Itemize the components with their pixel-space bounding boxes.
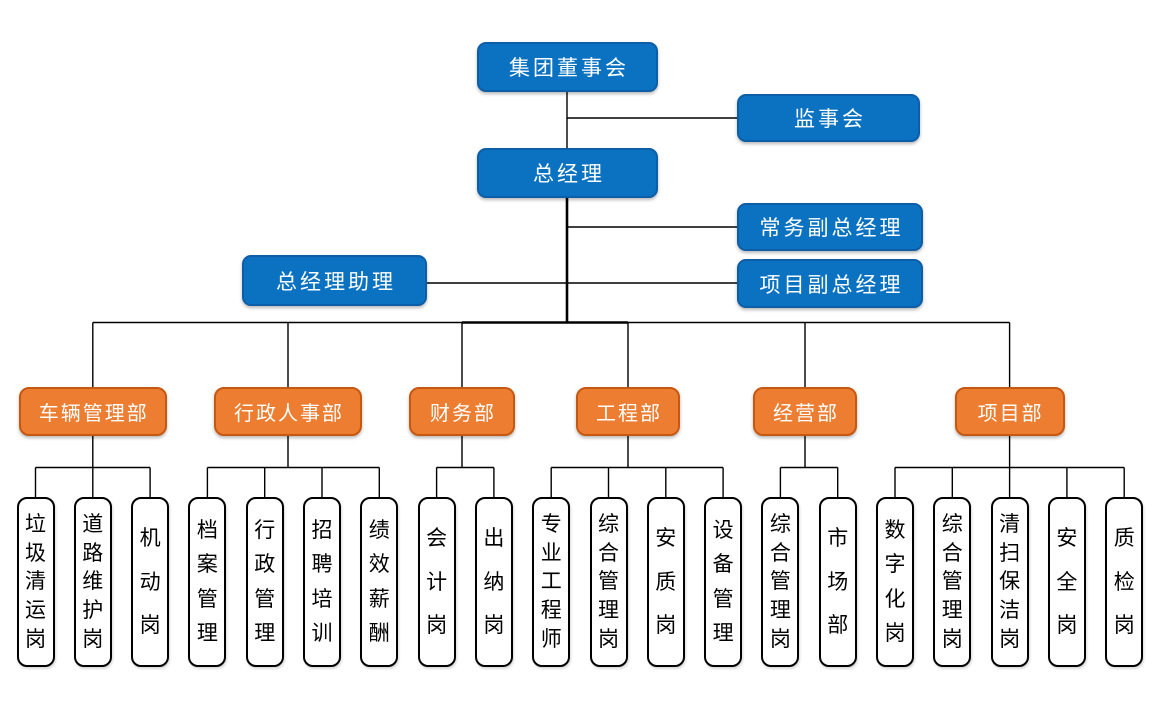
node-general-manager: 总经理 [477, 148, 658, 198]
post-digitalization: 数字化岗 [876, 497, 914, 667]
post-comprehensive-management-project: 综合管理岗 [933, 497, 972, 667]
post-road-maintenance: 道路维护岗 [73, 497, 112, 667]
post-equipment-management: 设备管理 [704, 497, 743, 667]
post-accounting: 会计岗 [417, 497, 456, 667]
dept-operations: 经营部 [753, 387, 857, 436]
post-garbage-clearing: 垃圾清运岗 [16, 497, 55, 667]
node-gm-assistant: 总经理助理 [242, 255, 427, 306]
post-safety-quality: 安质岗 [646, 497, 685, 667]
dept-finance: 财务部 [409, 387, 515, 436]
dept-admin-hr: 行政人事部 [214, 387, 362, 436]
post-recruitment-training: 招聘培训 [303, 497, 341, 667]
post-quality-inspection: 质检岗 [1105, 497, 1144, 667]
post-sweeping-cleaning: 清扫保洁岗 [990, 497, 1029, 667]
post-comprehensive-management-operations: 综合管理岗 [761, 497, 800, 667]
node-executive-deputy-gm: 常务副总经理 [737, 203, 923, 251]
dept-engineering: 工程部 [576, 387, 680, 436]
dept-vehicle-management: 车辆管理部 [18, 387, 167, 436]
node-project-deputy-gm: 项目副总经理 [737, 259, 923, 308]
post-administrative-management: 行政管理 [245, 497, 284, 667]
post-comprehensive-management-engineering: 综合管理岗 [589, 497, 628, 667]
post-professional-engineer: 专业工程师 [532, 497, 571, 667]
post-performance-compensation: 绩效薪酬 [360, 497, 399, 667]
post-archives-management: 档案管理 [188, 497, 227, 667]
post-market: 市场部 [818, 497, 857, 667]
post-safety: 安全岗 [1047, 497, 1086, 667]
dept-project: 项目部 [954, 387, 1065, 436]
post-cashier: 出纳岗 [474, 497, 513, 667]
node-supervisory-board: 监事会 [737, 94, 920, 142]
post-mobile: 机动岗 [131, 497, 170, 667]
node-group-board: 集团董事会 [477, 42, 658, 92]
